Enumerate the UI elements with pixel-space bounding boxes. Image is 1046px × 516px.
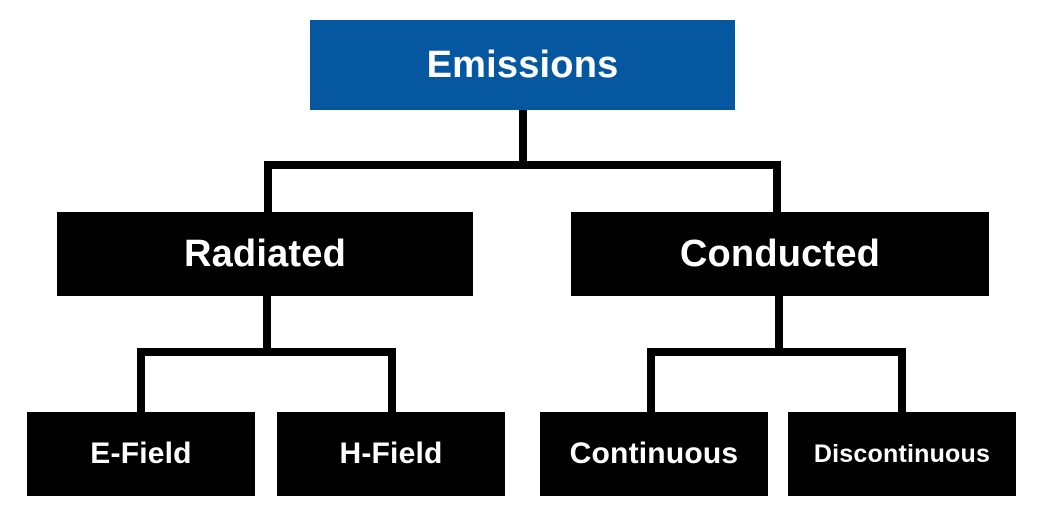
node-e-field-label: E-Field <box>90 437 192 470</box>
connector-radiated-bus <box>137 348 396 356</box>
node-continuous-label: Continuous <box>569 437 739 470</box>
node-conducted[interactable]: Conducted <box>571 212 989 296</box>
node-radiated[interactable]: Radiated <box>57 212 473 296</box>
node-h-field[interactable]: H-Field <box>277 412 505 496</box>
connector-drop-conducted <box>773 161 781 212</box>
connector-drop-discontinuous <box>898 348 906 412</box>
connector-conducted-bus <box>647 348 906 356</box>
node-emissions-label: Emissions <box>426 44 619 86</box>
connector-radiated-stem <box>263 296 271 352</box>
node-h-field-label: H-Field <box>339 437 443 470</box>
node-radiated-label: Radiated <box>183 233 347 275</box>
node-discontinuous[interactable]: Discontinuous <box>788 412 1016 496</box>
connector-emissions-stem <box>519 110 527 169</box>
node-continuous[interactable]: Continuous <box>540 412 768 496</box>
connector-drop-e-field <box>137 348 145 412</box>
node-emissions[interactable]: Emissions <box>310 20 735 110</box>
node-conducted-label: Conducted <box>679 233 881 275</box>
connector-conducted-stem <box>775 296 783 352</box>
node-e-field[interactable]: E-Field <box>27 412 255 496</box>
connector-level1-bus <box>264 161 781 169</box>
connector-drop-radiated <box>264 161 272 212</box>
connector-drop-continuous <box>647 348 655 412</box>
node-discontinuous-label: Discontinuous <box>813 439 991 468</box>
connector-drop-h-field <box>388 348 396 412</box>
